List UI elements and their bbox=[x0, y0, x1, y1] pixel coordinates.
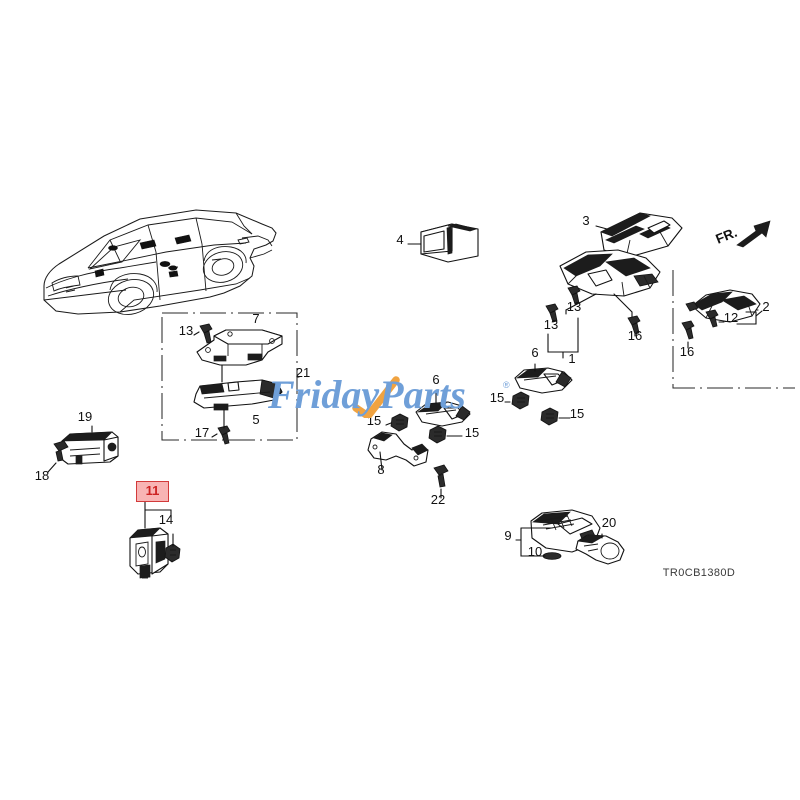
callout-labels: 1 2 3 4 5 6 6 7 8 9 10 12 13 13 13 14 15… bbox=[35, 213, 770, 559]
callout-13-b: 13 bbox=[544, 317, 558, 332]
part-6-left-sensor bbox=[415, 391, 471, 427]
callout-1: 1 bbox=[568, 351, 575, 366]
bolt-16-center bbox=[627, 315, 641, 337]
callout-14: 14 bbox=[159, 512, 173, 527]
part-10-key-blade bbox=[540, 552, 562, 560]
bolt-16-right bbox=[681, 320, 695, 349]
bolt-12 bbox=[705, 309, 725, 328]
callout-6-b: 6 bbox=[531, 345, 538, 360]
callout-13-c: 13 bbox=[567, 299, 581, 314]
callout-6-a: 6 bbox=[432, 372, 439, 387]
callout-5: 5 bbox=[252, 412, 259, 427]
callout-13-a: 13 bbox=[179, 323, 193, 338]
bolt-13-left bbox=[545, 303, 559, 323]
callout-16-a: 16 bbox=[628, 328, 642, 343]
callout-18: 18 bbox=[35, 468, 49, 483]
part-19-module bbox=[59, 425, 119, 465]
clip-15-d bbox=[540, 407, 571, 426]
callout-4: 4 bbox=[396, 232, 403, 247]
group-bracket-1 bbox=[547, 317, 579, 359]
diagram-code: TR0CB1380D bbox=[663, 567, 735, 579]
fr-label: FR. bbox=[714, 225, 740, 247]
callout-7: 7 bbox=[252, 311, 259, 326]
bolt-13-group21 bbox=[193, 323, 213, 344]
bolt-13-right bbox=[567, 285, 581, 305]
callout-16-b: 16 bbox=[680, 344, 694, 359]
bolt-18 bbox=[47, 440, 69, 473]
clip-15-b bbox=[428, 425, 463, 444]
callout-2: 2 bbox=[762, 299, 769, 314]
part-5-latch bbox=[193, 364, 283, 411]
part-20-key bbox=[575, 533, 625, 565]
part-3-module bbox=[595, 212, 683, 259]
callout-22: 22 bbox=[431, 492, 445, 507]
vehicle-illustration bbox=[43, 209, 277, 315]
callout-17: 17 bbox=[195, 425, 209, 440]
callout-15-b: 15 bbox=[465, 425, 479, 440]
callout-15-d: 15 bbox=[570, 406, 584, 421]
group-box-21 bbox=[161, 312, 300, 441]
group-box-right bbox=[672, 270, 795, 389]
clip-15-a bbox=[385, 413, 409, 432]
group-bracket-2 bbox=[736, 310, 763, 325]
callout-15-c: 15 bbox=[490, 390, 504, 405]
part-8-bracket bbox=[367, 431, 429, 471]
bolt-17 bbox=[211, 409, 231, 445]
callout-8: 8 bbox=[377, 462, 384, 477]
callout-19: 19 bbox=[78, 409, 92, 424]
callout-3: 3 bbox=[582, 213, 589, 228]
callout-12: 12 bbox=[724, 310, 738, 325]
clip-14 bbox=[164, 533, 181, 563]
part-2-bracket bbox=[685, 289, 761, 323]
callout-21: 21 bbox=[296, 365, 310, 380]
part-7-bracket bbox=[196, 329, 283, 366]
part-4-connector bbox=[407, 223, 479, 263]
callout-11-highlighted[interactable]: 11 bbox=[136, 481, 169, 502]
callout-20: 20 bbox=[602, 515, 616, 530]
callout-10: 10 bbox=[528, 544, 542, 559]
part-11-relay bbox=[129, 499, 172, 579]
callout-9: 9 bbox=[504, 528, 511, 543]
clip-15-c bbox=[504, 391, 530, 410]
vehicle-component-markers bbox=[94, 234, 192, 278]
bolt-22 bbox=[433, 464, 449, 499]
front-direction-arrow bbox=[736, 220, 771, 248]
part-6-right-sensor bbox=[514, 363, 573, 394]
callout-15-a: 15 bbox=[367, 413, 381, 428]
